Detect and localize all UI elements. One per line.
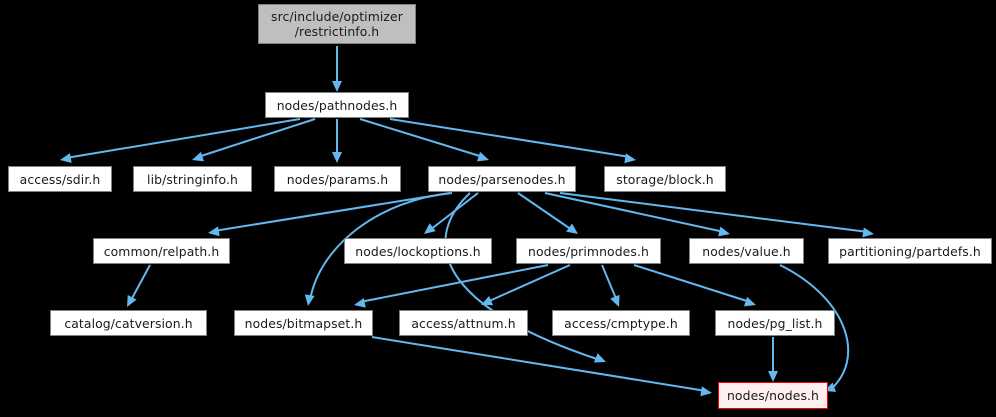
node-label-value: nodes/value.h	[702, 243, 791, 259]
edge-parsenodes-to-primnodes	[517, 192, 573, 231]
node-label-catversion: catalog/catversion.h	[64, 315, 193, 331]
node-block[interactable]: storage/block.h	[604, 166, 726, 192]
arrowhead-pg_list-to-nodes	[768, 371, 778, 382]
node-label-pg_list: nodes/pg_list.h	[727, 315, 823, 331]
node-nodes[interactable]: nodes/nodes.h	[718, 382, 828, 409]
node-label-nodes: nodes/nodes.h	[726, 388, 820, 403]
arrowhead-primnodes-to-attnum	[481, 295, 494, 306]
node-primnodes[interactable]: nodes/primnodes.h	[516, 238, 661, 264]
arrowhead-primnodes-to-bitmapset	[354, 297, 366, 308]
node-sdir[interactable]: access/sdir.h	[8, 166, 112, 192]
node-label-attnum: access/attnum.h	[411, 315, 516, 331]
arrowhead-primnodes-to-cmptype	[610, 294, 620, 307]
node-label-pathnodes: nodes/pathnodes.h	[276, 97, 398, 113]
edge-pathnodes-to-parsenodes	[359, 118, 484, 158]
node-label-parsenodes: nodes/parsenodes.h	[438, 171, 566, 187]
node-parsenodes[interactable]: nodes/parsenodes.h	[428, 166, 576, 192]
node-relpath[interactable]: common/relpath.h	[93, 238, 230, 264]
arrowhead-pathnodes-to-stringinfo	[192, 151, 205, 162]
node-cmptype[interactable]: access/cmptype.h	[552, 310, 690, 336]
arrowhead-parsenodes-to-nodes	[593, 353, 606, 363]
edge-primnodes-to-attnum	[486, 264, 571, 303]
edge-pathnodes-to-stringinfo	[197, 118, 316, 158]
edge-bitmapset-to-nodes	[371, 336, 707, 392]
edge-primnodes-to-pg_list	[633, 264, 751, 303]
node-lockoptions[interactable]: nodes/lockoptions.h	[344, 238, 492, 264]
node-label-lockoptions: nodes/lockoptions.h	[355, 243, 481, 259]
arrowhead-parsenodes-to-relpath	[208, 226, 220, 237]
node-label-stringinfo: lib/stringinfo.h	[147, 171, 238, 187]
node-label-block: storage/block.h	[616, 171, 714, 187]
edge-parsenodes-to-relpath	[213, 192, 451, 232]
node-bitmapset[interactable]: nodes/bitmapset.h	[234, 310, 373, 336]
arrowhead-parsenodes-to-lockoptions	[424, 223, 436, 234]
node-pathnodes[interactable]: nodes/pathnodes.h	[265, 92, 409, 118]
arrowhead-parsenodes-to-bitmapset	[304, 294, 315, 306]
node-label-relpath: common/relpath.h	[103, 243, 220, 259]
node-label-partdefs: partitioning/partdefs.h	[839, 243, 981, 259]
edge-pathnodes-to-block	[389, 118, 631, 158]
edge-parsenodes-to-partdefs	[559, 192, 869, 233]
edge-parsenodes-to-value	[544, 192, 725, 233]
arrowhead-pathnodes-to-parsenodes	[476, 151, 489, 162]
arrowhead-pathnodes-to-params	[332, 152, 342, 163]
node-label-bitmapset: nodes/bitmapset.h	[244, 315, 363, 331]
arrowhead-restrictinfo-to-pathnodes	[332, 81, 342, 92]
node-attnum[interactable]: access/attnum.h	[399, 310, 528, 336]
arrowhead-pathnodes-to-sdir	[60, 153, 72, 164]
node-stringinfo[interactable]: lib/stringinfo.h	[133, 166, 252, 192]
node-restrictinfo[interactable]: src/include/optimizer /restrictinfo.h	[258, 4, 416, 44]
edge-pathnodes-to-sdir	[65, 118, 301, 159]
node-label-cmptype: access/cmptype.h	[564, 315, 678, 331]
edge-parsenodes-to-lockoptions	[429, 192, 479, 231]
node-catversion[interactable]: catalog/catversion.h	[50, 310, 207, 336]
edge-primnodes-to-cmptype	[601, 264, 618, 302]
node-label-params: nodes/params.h	[286, 171, 389, 187]
node-label-primnodes: nodes/primnodes.h	[528, 243, 649, 259]
node-value[interactable]: nodes/value.h	[689, 238, 804, 264]
arrowhead-relpath-to-catversion	[127, 294, 137, 307]
arrowhead-pathnodes-to-block	[624, 153, 636, 164]
node-label-restrictinfo: src/include/optimizer /restrictinfo.h	[271, 9, 403, 39]
node-partdefs[interactable]: partitioning/partdefs.h	[828, 238, 992, 264]
arrowhead-parsenodes-to-primnodes	[566, 223, 578, 234]
node-params[interactable]: nodes/params.h	[274, 166, 401, 192]
edge-relpath-to-catversion	[129, 264, 151, 303]
edge-primnodes-to-bitmapset	[359, 264, 549, 303]
node-label-sdir: access/sdir.h	[19, 171, 101, 187]
arrowhead-bitmapset-to-nodes	[700, 386, 712, 397]
node-pg_list[interactable]: nodes/pg_list.h	[715, 310, 835, 336]
arrowhead-primnodes-to-pg_list	[743, 296, 756, 307]
